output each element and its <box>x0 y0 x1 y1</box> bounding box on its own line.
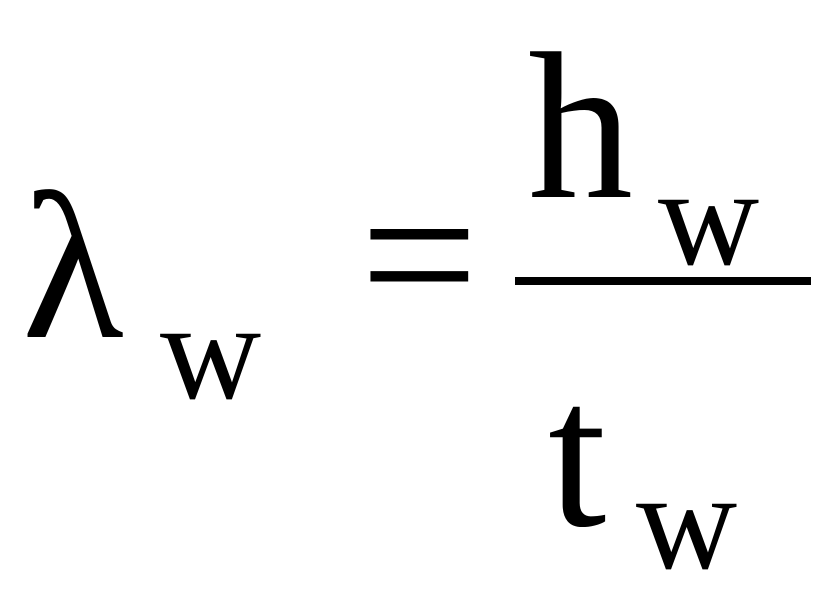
numerator-subscript: w <box>658 140 760 295</box>
equals-sign: = <box>360 139 479 371</box>
denominator-symbol: t <box>548 339 607 571</box>
lambda-symbol: λ <box>22 151 124 383</box>
lhs-subscript: w <box>160 274 262 429</box>
denominator-subscript: w <box>636 444 738 595</box>
numerator-symbol: h <box>528 11 633 243</box>
fraction-bar <box>515 277 811 285</box>
